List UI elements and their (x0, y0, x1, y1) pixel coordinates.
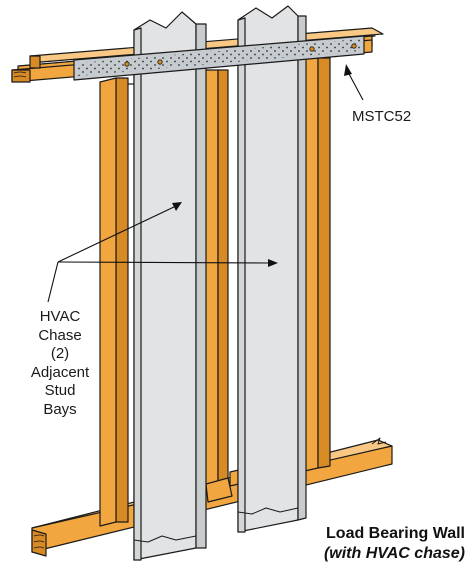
chase-leader-stem (47, 261, 59, 303)
hvac-chase-label: HVAC Chase (2) Adjacent Stud Bays (14, 308, 106, 419)
hvac-duct-right (237, 5, 307, 533)
chase-label-line: Chase (38, 326, 82, 344)
strap-arrowhead (344, 64, 352, 76)
chase-label-line: (2) (50, 345, 70, 362)
caption-subtitle: (with HVAC chase) (323, 545, 465, 562)
leader-lines (47, 64, 364, 303)
chase-arrowhead-left (172, 202, 182, 211)
strap-label: MSTC52 (352, 108, 412, 125)
chase-label-line: Stud (44, 382, 76, 399)
chase-label-line: Adjacent (30, 363, 90, 381)
stud-left (99, 77, 136, 527)
chase-label-line: HVAC (39, 308, 81, 325)
chase-leader-right (57, 261, 271, 264)
caption-title: Load Bearing Wall (326, 525, 465, 542)
strap-leader (347, 71, 364, 101)
chase-arrowhead-right (268, 259, 278, 267)
chase-label-line: Bays (43, 400, 77, 418)
hvac-duct-left (133, 11, 207, 561)
caption: Load Bearing Wall (with HVAC chase) (324, 524, 465, 564)
mstc52-strap (73, 35, 365, 81)
stud-middle-left (203, 69, 233, 503)
chase-leader-left (57, 205, 177, 263)
